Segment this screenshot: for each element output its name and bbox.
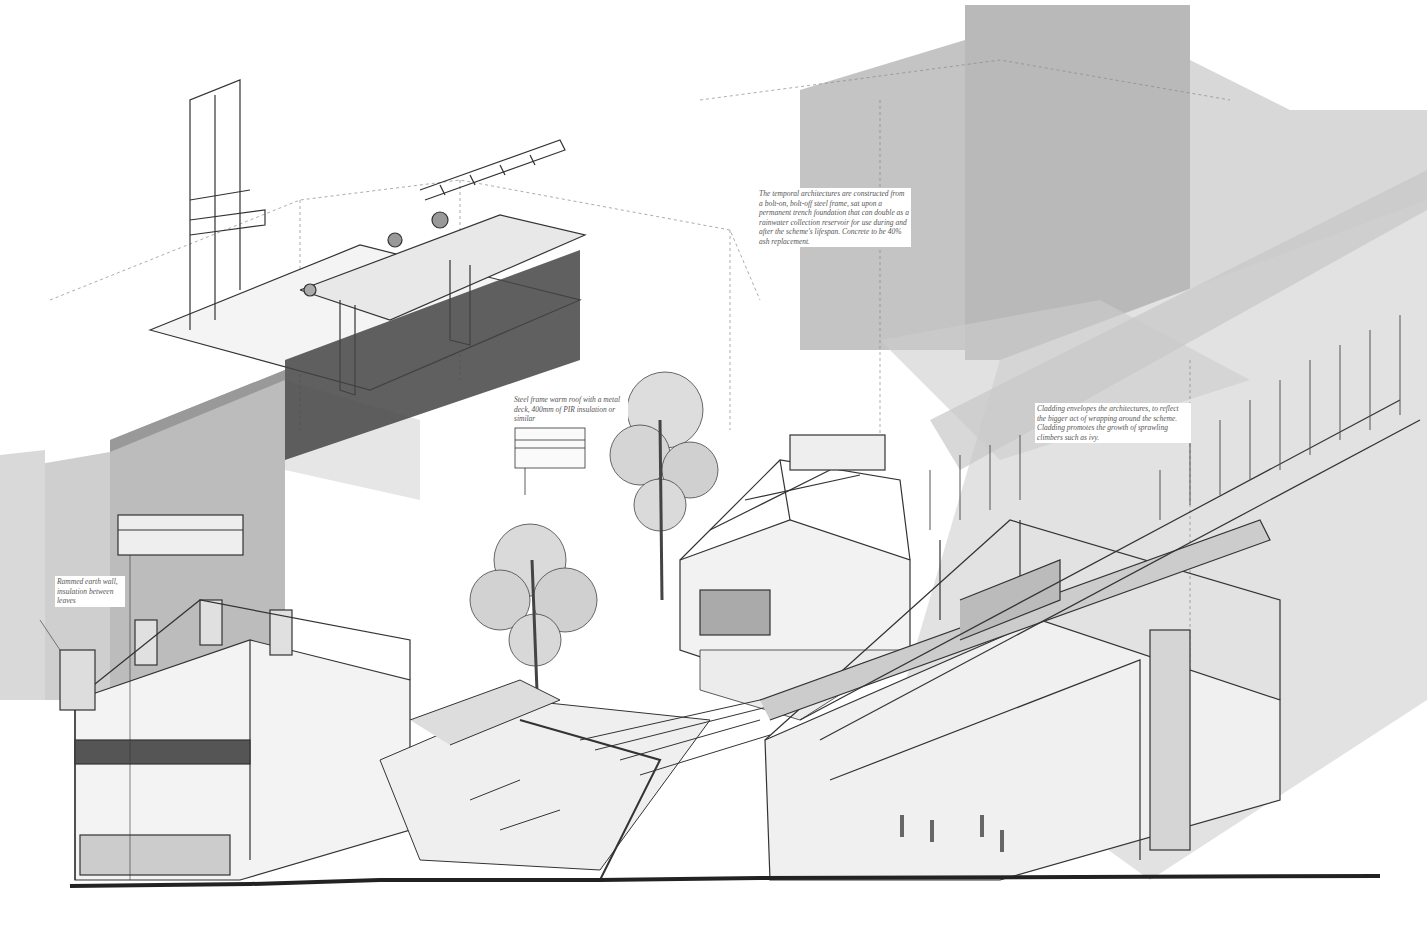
annotation-note: Cladding envelopes the architectures, to… [1035,403,1191,443]
guide-lines [50,60,1230,680]
courtyard [380,680,775,880]
cladding-strips [930,315,1400,530]
ground-line [70,876,1380,886]
annotation-note: The temporal architectures are construct… [757,188,911,247]
right-hall [760,400,1420,880]
annotation-note: Rammed earth wall, insulation between le… [55,576,125,607]
annotation-note: Steel frame warm roof with a metal deck,… [512,394,628,425]
background-blocks [0,5,1427,880]
lower-left-pavilion [40,515,410,880]
detail-insets [515,428,585,495]
